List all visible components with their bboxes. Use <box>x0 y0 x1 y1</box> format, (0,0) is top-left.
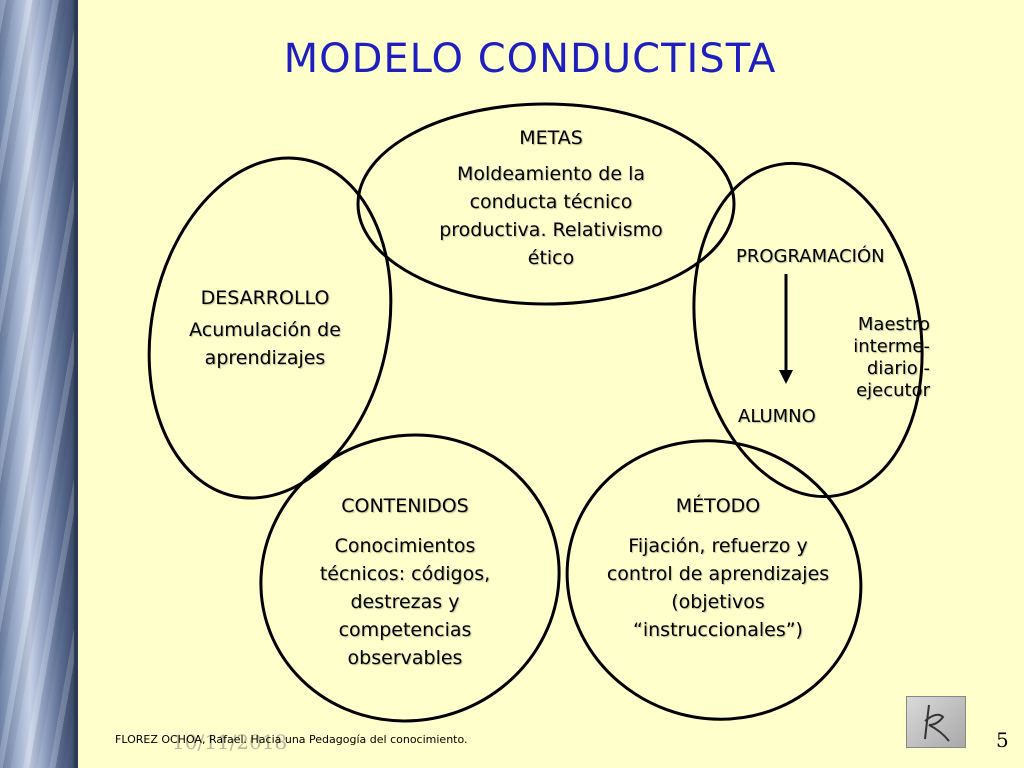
metodo-heading: MÉTODO <box>675 495 761 517</box>
programacion-line: ejecutor <box>856 380 930 401</box>
metodo-label: MÉTODO Fijación, refuerzo y control de a… <box>580 492 856 644</box>
alumno-label: ALUMNO <box>738 406 816 427</box>
decorative-sidebar <box>0 0 74 768</box>
metas-heading: METAS <box>519 127 583 149</box>
contenidos-label: CONTENIDOS Conocimientos técnicos: códig… <box>300 492 510 672</box>
desarrollo-label: DESARROLLO Acumulación de aprendizajes <box>170 284 360 372</box>
programacion-body: Maestro interme- diario - ejecutor <box>820 314 930 402</box>
ellipse-metas <box>356 102 736 306</box>
metas-line: productiva. Relativismo <box>439 219 663 241</box>
metas-line: conducta técnico <box>469 191 633 213</box>
metodo-line: “instruccionales”) <box>633 619 803 641</box>
metodo-line: control de aprendizajes <box>606 563 830 585</box>
desarrollo-line: Acumulación de <box>189 319 341 341</box>
contenidos-line: observables <box>347 647 463 669</box>
page-number: 5 <box>996 728 1009 752</box>
metodo-line: (objetivos <box>671 591 765 613</box>
slide-title: MODELO CONDUCTISTA <box>283 36 777 82</box>
contenidos-heading: CONTENIDOS <box>341 495 469 517</box>
ellipse-programacion <box>692 161 924 499</box>
contenidos-line: competencias <box>338 619 472 641</box>
ellipse-metodo <box>565 439 863 721</box>
programacion-line: diario - <box>866 358 930 379</box>
footer-date: 10/11/2018 <box>172 730 288 754</box>
footer-credit: FLOREZ OCHOA, Rafael. Hacia una Pedagogí… <box>115 733 468 746</box>
ellipse-desarrollo <box>147 156 393 500</box>
author-logo-icon <box>906 696 966 748</box>
metas-line: Moldeamiento de la <box>456 163 646 185</box>
metas-label: METAS Moldeamiento de la conducta técnic… <box>420 124 682 272</box>
sidebar-edge <box>74 0 78 768</box>
programacion-heading: PROGRAMACIÓN <box>736 246 885 267</box>
ellipse-contenidos <box>259 433 561 723</box>
signature-glyph-icon <box>924 704 950 742</box>
metas-line: ético <box>527 247 575 269</box>
metodo-line: Fijación, refuerzo y <box>628 535 808 557</box>
desarrollo-heading: DESARROLLO <box>200 287 330 309</box>
contenidos-line: técnicos: códigos, <box>319 563 491 585</box>
programacion-line: Maestro <box>857 314 930 335</box>
arrow-head <box>779 370 793 384</box>
contenidos-line: destrezas y <box>350 591 460 613</box>
contenidos-line: Conocimientos <box>334 535 476 557</box>
desarrollo-line: aprendizajes <box>204 347 326 369</box>
programacion-line: interme- <box>853 336 930 357</box>
